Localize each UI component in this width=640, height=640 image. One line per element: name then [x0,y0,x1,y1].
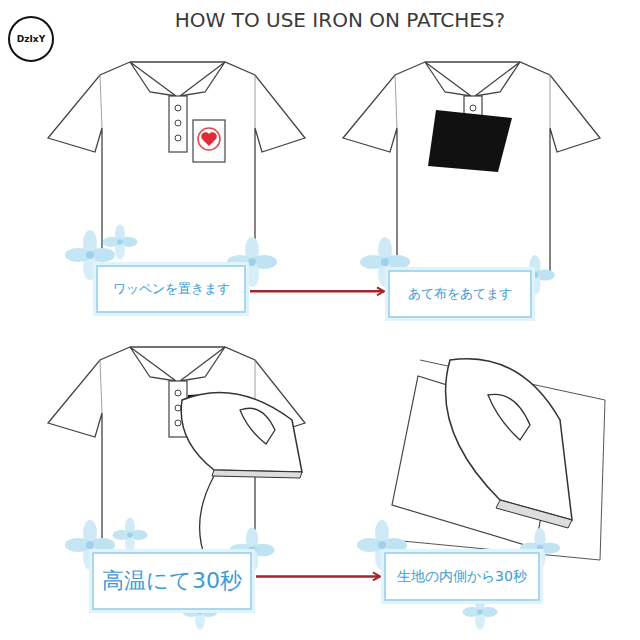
caption-box: ワッペンを置きます [96,265,246,313]
logo-circle: DzIxY [8,16,54,62]
step-caption: あて布をあてます [408,286,512,302]
step-caption: 高温にて30秒 [102,568,242,594]
step-caption: 生地の内側から30秒 [397,568,527,585]
step-caption: ワッペンを置きます [113,281,230,297]
caption-box: あて布をあてます [388,270,532,318]
step-arrow [256,575,380,578]
logo-text: DzIxY [17,34,45,45]
step-arrow [250,290,384,293]
caption-box: 生地の内側から30秒 [384,552,540,601]
caption-box: 高温にて30秒 [92,552,252,610]
title: HOW TO USE IRON ON PATCHES? [60,8,620,32]
